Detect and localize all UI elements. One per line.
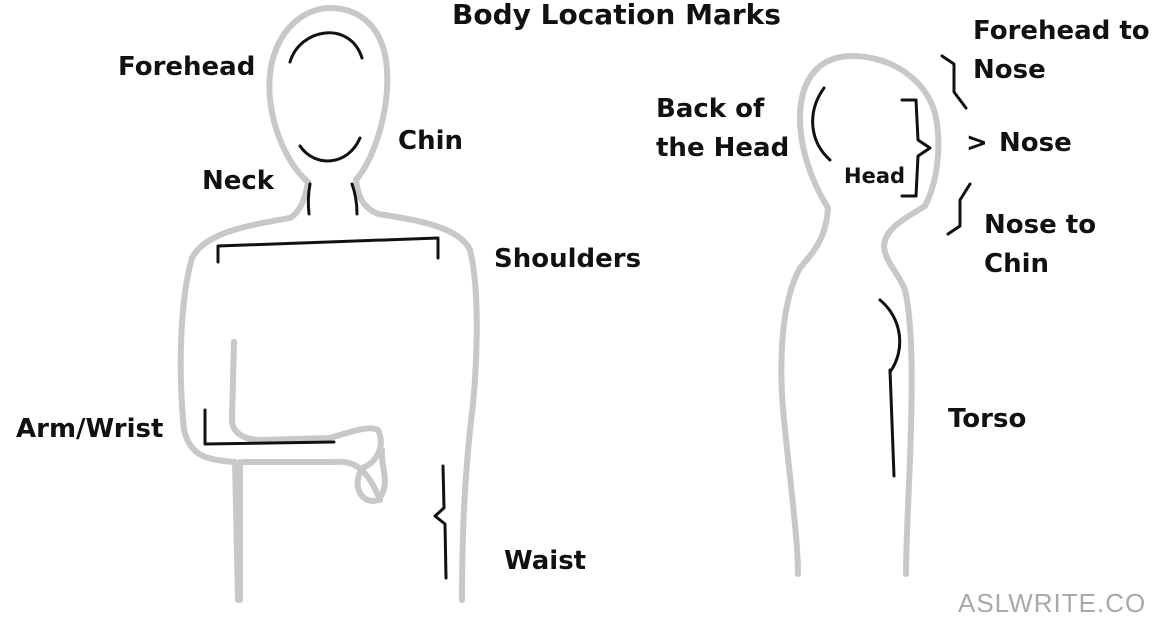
label-shoulders: Shoulders (494, 244, 641, 275)
label-back-of-head-line1: Back of (656, 94, 764, 125)
forehead-mark (290, 33, 362, 62)
label-nose-to-chin-line1: Nose to (984, 210, 1096, 241)
label-chin: Chin (398, 126, 463, 157)
label-nose: Nose (999, 128, 1072, 159)
chin-mark (300, 138, 360, 161)
front-arm-outline (232, 342, 385, 501)
neck-mark-left (308, 184, 310, 214)
label-forehead-to-nose-line1: Forehead to (973, 16, 1150, 47)
label-neck: Neck (202, 166, 274, 197)
label-forehead-to-nose-line2: Nose (973, 55, 1046, 86)
watermark: ASLWRITE.CO (958, 588, 1146, 619)
torso-mark-curve (880, 300, 900, 372)
torso-mark-line (890, 370, 894, 476)
diagram-title: Body Location Marks (452, 0, 781, 32)
front-figure (181, 8, 477, 600)
label-waist: Waist (504, 546, 586, 577)
head-bracket-mark (902, 100, 930, 196)
back-of-head-mark (813, 88, 830, 160)
nose-pointer-symbol: > (966, 128, 988, 159)
label-torso: Torso (948, 404, 1026, 435)
shoulders-mark (218, 238, 438, 262)
side-body-outline (781, 206, 925, 574)
waist-mark (435, 466, 446, 578)
label-back-of-head-line2: the Head (656, 133, 789, 164)
label-arm-wrist: Arm/Wrist (16, 414, 163, 445)
label-forehead: Forehead (118, 52, 255, 83)
side-figure (781, 56, 938, 574)
label-nose-to-chin-line2: Chin (984, 249, 1049, 280)
forehead-to-nose-mark (942, 56, 966, 108)
label-head: Head (844, 164, 905, 189)
nose-to-chin-mark (948, 184, 970, 234)
